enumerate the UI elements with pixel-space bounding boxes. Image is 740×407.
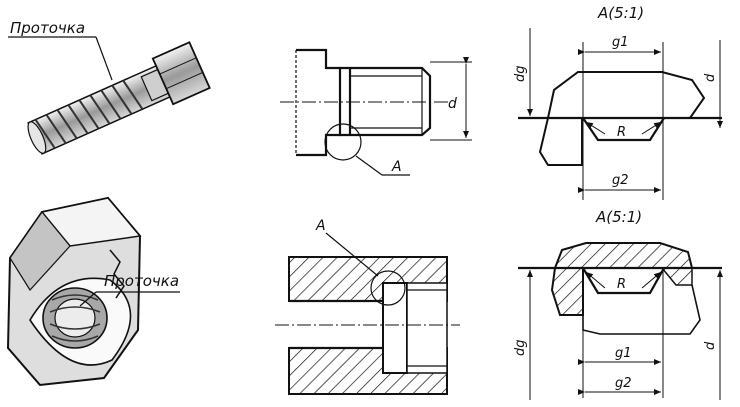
groove-label-bottom: Проточка: [104, 272, 179, 290]
dim-d-top-detail-label: d: [703, 73, 718, 82]
leader-groove-bottom: [79, 291, 97, 307]
detail-drawing-bottom: [518, 242, 723, 400]
dim-dg-top-label: dg: [513, 65, 528, 82]
dim-g2-bottom-label: g2: [615, 376, 632, 391]
view-ref-bottom: A: [315, 218, 326, 234]
radius-top-label: R: [617, 125, 626, 140]
detail-circle-bottom: [370, 270, 406, 306]
dim-d-bottom-detail-label: d: [703, 341, 718, 350]
leader-groove-top: [95, 36, 113, 81]
dim-dg-bottom-label: dg: [513, 339, 528, 356]
detail-title-bottom: A(5:1): [595, 208, 642, 226]
nut-illustration: [6, 196, 180, 387]
dim-g2-top-label: g2: [612, 173, 629, 188]
groove-label-top: Проточка: [10, 19, 85, 37]
nut-section-drawing: [275, 232, 460, 395]
bolt-section-drawing: [280, 48, 472, 176]
detail-drawing-top: [518, 28, 723, 200]
view-ref-top: A: [391, 159, 402, 175]
dim-g1-bottom-label: g1: [615, 346, 632, 361]
radius-bottom-label: R: [617, 277, 626, 292]
bolt-illustration: [8, 36, 211, 155]
dim-d-top-label: d: [448, 96, 457, 112]
dim-g1-top-label: g1: [612, 35, 629, 50]
detail-circle-top: [324, 123, 362, 161]
detail-title-top: A(5:1): [597, 4, 644, 22]
